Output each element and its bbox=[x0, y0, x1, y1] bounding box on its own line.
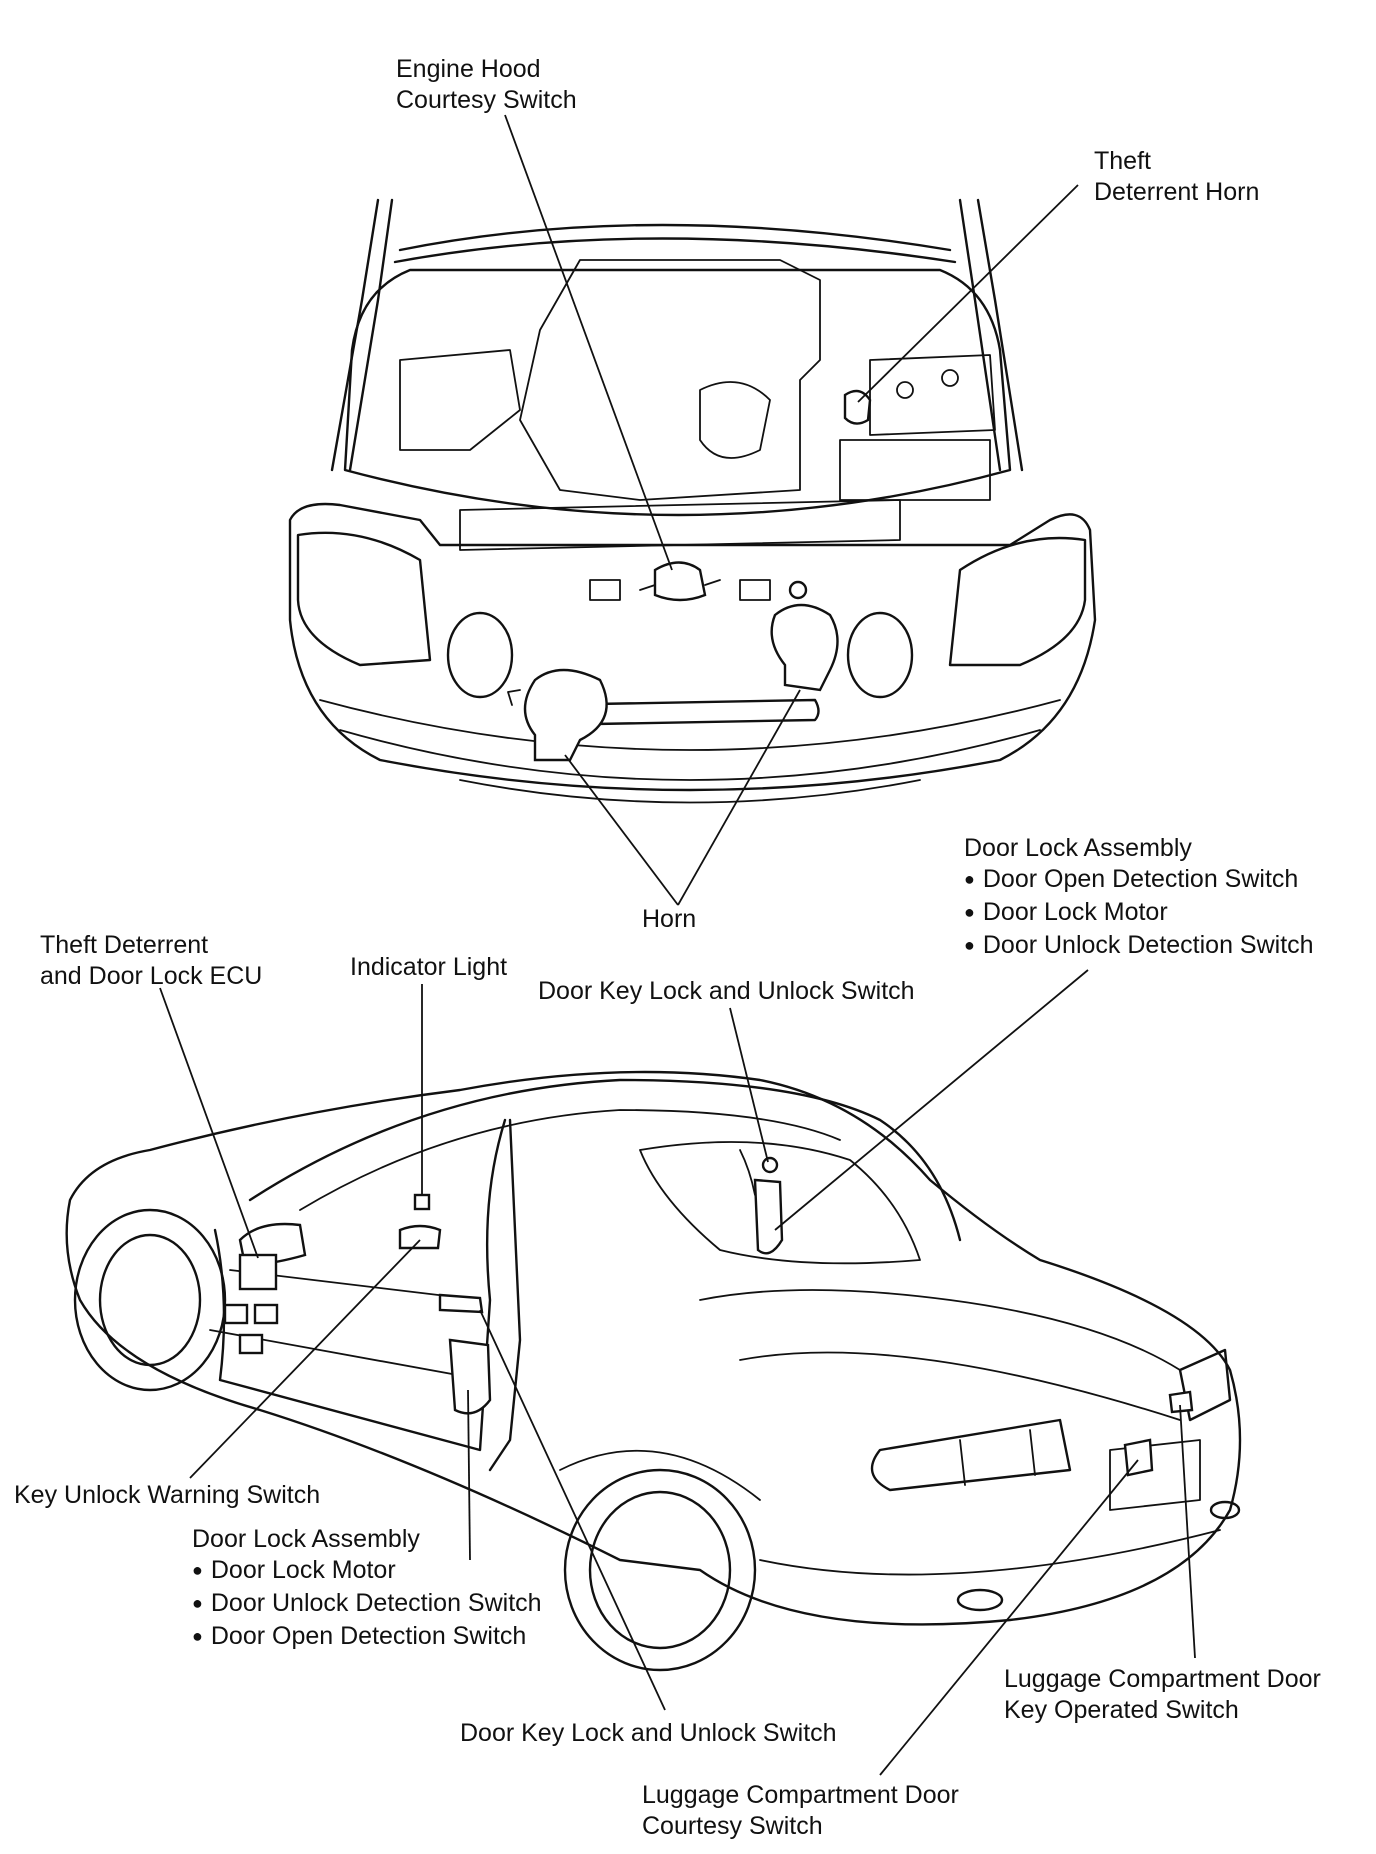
label-door-key-switch-top: Door Key Lock and Unlock Switch bbox=[538, 976, 915, 1007]
rear-car-drawing bbox=[65, 1070, 1242, 1672]
label-luggage-key-operated-switch: Luggage Compartment Door Key Operated Sw… bbox=[1004, 1664, 1321, 1726]
label-line: Engine Hood bbox=[396, 55, 541, 83]
label-bullet-item: Door Lock Motor bbox=[964, 897, 1314, 930]
label-line: Key Operated Switch bbox=[1004, 1696, 1239, 1724]
label-line: Horn bbox=[642, 905, 697, 933]
label-line: and Door Lock ECU bbox=[40, 962, 263, 990]
label-bullet-item: Door Unlock Detection Switch bbox=[192, 1588, 542, 1621]
label-luggage-courtesy-switch: Luggage Compartment Door Courtesy Switch bbox=[642, 1780, 959, 1842]
label-door-lock-assembly-left: Door Lock Assembly Door Lock Motor Door … bbox=[192, 1524, 542, 1654]
label-line: Courtesy Switch bbox=[396, 86, 577, 114]
label-line: Door Key Lock and Unlock Switch bbox=[460, 1719, 837, 1747]
label-line: Luggage Compartment Door bbox=[642, 1781, 959, 1809]
label-indicator-light: Indicator Light bbox=[350, 952, 507, 983]
label-door-key-switch-bottom: Door Key Lock and Unlock Switch bbox=[460, 1718, 837, 1749]
label-line: Courtesy Switch bbox=[642, 1812, 823, 1840]
label-line: Indicator Light bbox=[350, 953, 508, 981]
label-line: Key Unlock Warning Switch bbox=[14, 1481, 321, 1509]
label-engine-hood-courtesy-switch: Engine Hood Courtesy Switch bbox=[396, 54, 577, 116]
label-horn: Horn bbox=[642, 904, 696, 935]
label-bullet-item: Door Open Detection Switch bbox=[192, 1621, 542, 1654]
label-door-lock-assembly-right: Door Lock Assembly Door Open Detection S… bbox=[964, 833, 1314, 963]
label-key-unlock-warning-switch: Key Unlock Warning Switch bbox=[14, 1480, 320, 1511]
front-car-drawing bbox=[288, 198, 1097, 804]
label-bullet-item: Door Unlock Detection Switch bbox=[964, 930, 1314, 963]
label-line: Theft Deterrent bbox=[40, 931, 209, 959]
label-bullet-item: Door Open Detection Switch bbox=[964, 864, 1314, 897]
label-line: Deterrent Horn bbox=[1094, 178, 1260, 206]
label-bullet-item: Door Lock Motor bbox=[192, 1555, 542, 1588]
label-theft-deterrent-horn: Theft Deterrent Horn bbox=[1094, 146, 1259, 208]
label-line: Door Key Lock and Unlock Switch bbox=[538, 977, 915, 1005]
label-line: Luggage Compartment Door bbox=[1004, 1665, 1321, 1693]
label-title: Door Lock Assembly bbox=[964, 834, 1192, 862]
label-title: Door Lock Assembly bbox=[192, 1525, 420, 1553]
label-line: Theft bbox=[1094, 147, 1151, 175]
leader-lines bbox=[159, 114, 1196, 1776]
label-theft-deterrent-ecu: Theft Deterrent and Door Lock ECU bbox=[40, 930, 262, 992]
